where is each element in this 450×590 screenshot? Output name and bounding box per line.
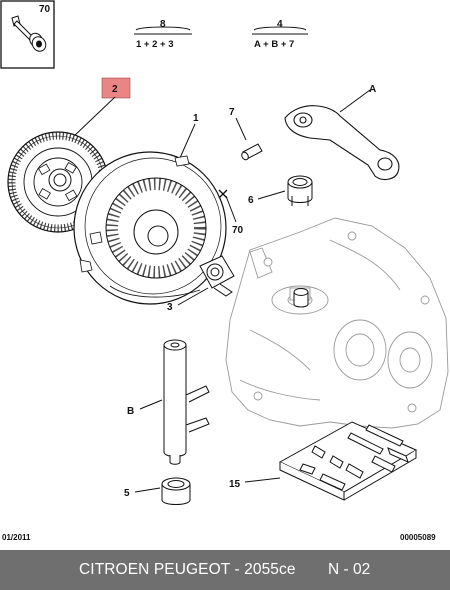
- kit-box-15: [278, 421, 418, 501]
- bush-5: [161, 477, 191, 505]
- reference-code: 00005089: [400, 533, 436, 542]
- bush-6: [287, 175, 313, 206]
- leader-lines: [71, 89, 371, 493]
- pressure-plate: [73, 151, 227, 305]
- label-part-6: 6: [248, 195, 254, 206]
- fork-shaft: [163, 339, 210, 465]
- label-part-8: 8: [160, 19, 166, 30]
- part-2-highlight: [101, 77, 131, 99]
- label-part-B: B: [127, 406, 134, 417]
- kit-8-formula-text: 1 + 2 + 3: [136, 39, 174, 50]
- label-part-70-mid: 70: [232, 225, 244, 236]
- pin-part: [241, 143, 263, 161]
- reference-date: 01/2011: [2, 533, 31, 542]
- label-part-4: 4: [277, 19, 283, 30]
- footer-title: CITROEN PEUGEOT - 2055ce: [79, 561, 296, 578]
- footer-bar: CITROEN PEUGEOT - 2055ce N - 02: [0, 550, 450, 590]
- label-part-5: 5: [124, 488, 130, 499]
- label-part-1: 1: [193, 113, 199, 124]
- label-part-3: 3: [167, 302, 173, 313]
- bush-6-overlay: [293, 288, 309, 308]
- release-fork: [284, 105, 400, 181]
- bolt-marker-70: [218, 189, 228, 199]
- label-part-15: 15: [229, 479, 241, 490]
- label-part-2: 2: [112, 84, 118, 95]
- kit-4-formula-text: A + B + 7: [254, 39, 294, 50]
- label-part-7: 7: [229, 107, 235, 118]
- release-bearing: [199, 255, 235, 297]
- bolt-icon: [11, 15, 47, 52]
- label-part-70-top: 70: [39, 4, 51, 15]
- bolt-inset: [0, 0, 55, 69]
- label-part-A: A: [369, 84, 376, 95]
- footer-page-number: N - 02: [328, 561, 371, 578]
- kit-8-formula: [134, 26, 192, 35]
- kit-pins: [299, 424, 409, 491]
- kit-4-formula: [252, 26, 308, 35]
- gearbox-housing: [225, 217, 449, 429]
